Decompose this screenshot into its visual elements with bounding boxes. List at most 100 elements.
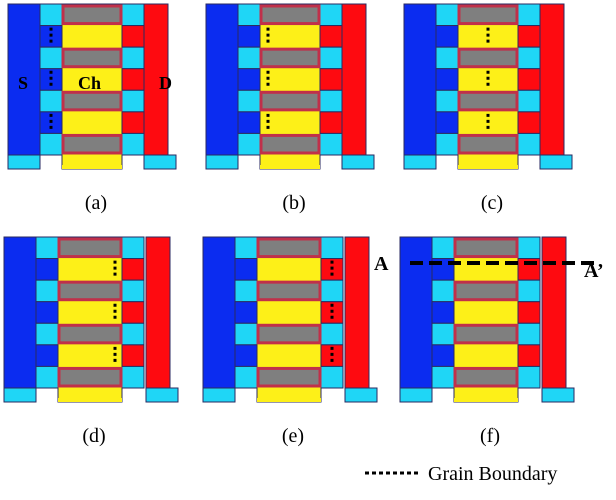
drain-spacer-cell <box>320 236 344 260</box>
source-spacer-cell <box>237 3 261 27</box>
source-region <box>403 3 437 156</box>
gate-stack <box>57 237 123 259</box>
drain-contact <box>344 387 378 403</box>
drain-spacer-cell <box>517 365 541 389</box>
gate-stack <box>453 237 519 259</box>
gate-stack <box>259 47 321 69</box>
panel-d-device <box>3 236 179 403</box>
drain-spacer-cell <box>517 25 541 48</box>
drain-spacer-cell <box>121 365 145 389</box>
drain-spacer-cell <box>121 68 145 91</box>
source-spacer-cell <box>39 89 63 113</box>
panel-c-device <box>403 3 573 170</box>
drain-region <box>539 3 565 156</box>
gate-stack <box>457 4 519 26</box>
gate-stack <box>256 366 322 388</box>
gate-stack <box>453 366 519 388</box>
source-spacer-cell <box>435 3 459 27</box>
gate-stack <box>457 133 519 155</box>
source-spacer-cell <box>237 46 261 70</box>
gate-stack <box>457 47 519 69</box>
source-spacer-cell <box>237 111 261 134</box>
source-spacer-cell <box>431 236 455 260</box>
panel-b-caption: (b) <box>282 192 305 214</box>
drain-spacer-cell <box>517 279 541 303</box>
drain-spacer-cell <box>517 344 541 367</box>
source-spacer-cell <box>431 365 455 389</box>
gate-stack <box>256 280 322 302</box>
source-spacer-cell <box>35 365 59 389</box>
gate-stack <box>57 280 123 302</box>
source-spacer-cell <box>234 301 258 324</box>
drain-spacer-cell <box>121 236 145 260</box>
gate-stack <box>453 280 519 302</box>
panel-c-caption: (c) <box>481 192 503 214</box>
source-contact <box>3 387 37 403</box>
drain-region <box>344 236 370 389</box>
channel-bottom <box>62 165 122 169</box>
drain-spacer-cell <box>121 344 145 367</box>
source-contact <box>403 154 437 170</box>
channel-bottom <box>260 165 320 169</box>
source-spacer-cell <box>35 236 59 260</box>
source-spacer-cell <box>234 322 258 346</box>
drain-spacer-cell <box>319 89 343 113</box>
panel-a-device <box>7 3 177 170</box>
gate-stack <box>57 366 123 388</box>
source-contact <box>7 154 41 170</box>
drain-spacer-cell <box>121 25 145 48</box>
drain-spacer-cell <box>121 301 145 324</box>
source-spacer-cell <box>39 46 63 70</box>
drain-spacer-cell <box>320 322 344 346</box>
source-region <box>399 236 433 389</box>
panel-d-caption: (d) <box>82 425 105 447</box>
gate-stack <box>259 133 321 155</box>
source-spacer-cell <box>35 279 59 303</box>
drain-contact <box>143 154 177 170</box>
source-spacer-cell <box>35 258 59 281</box>
source-spacer-cell <box>237 68 261 91</box>
panel-f-caption: (f) <box>480 425 500 447</box>
source-spacer-cell <box>237 89 261 113</box>
gate-stack <box>259 90 321 112</box>
drain-spacer-cell <box>319 111 343 134</box>
source-spacer-cell <box>237 25 261 48</box>
grain-boundary-legend-label: Grain Boundary <box>428 463 557 485</box>
gate-stack <box>57 323 123 345</box>
drain-spacer-cell <box>517 111 541 134</box>
drain-spacer-cell <box>319 68 343 91</box>
source-spacer-cell <box>431 301 455 324</box>
panel-e-device <box>202 236 378 403</box>
source-contact <box>399 387 433 403</box>
gate-stack <box>61 90 123 112</box>
source-region <box>3 236 37 389</box>
drain-contact <box>145 387 179 403</box>
panel-c: (c) <box>403 3 573 214</box>
source-spacer-cell <box>237 132 261 156</box>
drain-spacer-cell <box>121 3 145 27</box>
source-spacer-cell <box>431 322 455 346</box>
drain-contact <box>341 154 375 170</box>
panel-e: (e) <box>202 236 378 447</box>
drain-region <box>145 236 171 389</box>
drain-spacer-cell <box>121 111 145 134</box>
source-spacer-cell <box>435 46 459 70</box>
drain-spacer-cell <box>121 46 145 70</box>
source-spacer-cell <box>435 25 459 48</box>
source-spacer-cell <box>431 279 455 303</box>
drain-spacer-cell <box>320 279 344 303</box>
source-region <box>7 3 41 156</box>
legend: Grain Boundary <box>365 463 557 485</box>
panel-b-device <box>205 3 375 170</box>
source-label: S <box>18 73 28 93</box>
source-spacer-cell <box>435 89 459 113</box>
drain-spacer-cell <box>517 236 541 260</box>
panel-a: S Ch D (a) <box>7 3 177 214</box>
source-spacer-cell <box>39 3 63 27</box>
source-region <box>205 3 239 156</box>
channel-bottom <box>257 398 321 402</box>
drain-spacer-cell <box>319 132 343 156</box>
drain-region <box>143 3 169 156</box>
source-spacer-cell <box>234 258 258 281</box>
